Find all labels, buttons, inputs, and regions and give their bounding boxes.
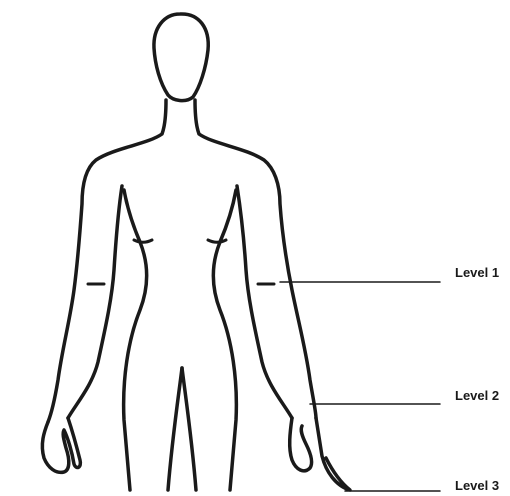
right-body-contour [195, 100, 316, 418]
right-bust-mark [208, 240, 226, 242]
head-outline [154, 14, 208, 101]
left-bust-mark [134, 240, 152, 242]
left-inner-arm [68, 186, 122, 418]
right-hand [290, 418, 350, 490]
level-2-label: Level 2 [455, 388, 499, 404]
left-inner-leg [168, 368, 182, 490]
level-1-label: Level 1 [455, 265, 499, 281]
level-3-label: Level 3 [455, 478, 499, 494]
right-inner-arm [237, 186, 292, 418]
right-torso-line [213, 190, 236, 490]
left-torso-line [124, 190, 147, 490]
right-inner-leg [182, 368, 196, 490]
left-body-contour [48, 100, 166, 422]
left-hand [42, 418, 80, 472]
